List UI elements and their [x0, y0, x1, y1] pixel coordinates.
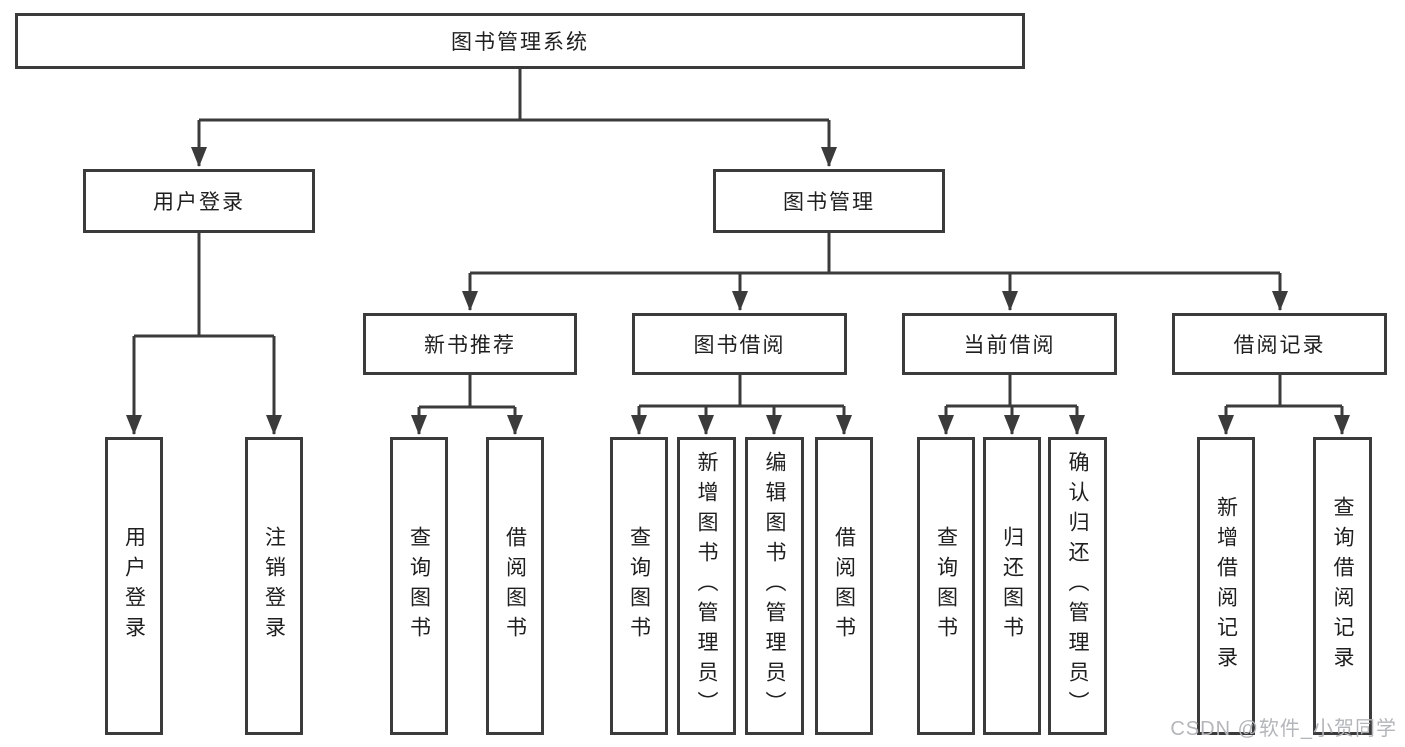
- node-book-borrow-label: 图书借阅: [693, 334, 786, 357]
- leaf-current-return-books: 归还图书: [983, 437, 1041, 735]
- leaf-borrow-edit-books-admin-label: 编辑图书（管理员）: [763, 451, 786, 721]
- leaf-borrow-borrow-books-label: 借阅图书: [832, 526, 856, 646]
- leaf-records-query: 查询借阅记录: [1313, 437, 1372, 735]
- connector-book-borrow-to-leaves: [631, 375, 852, 435]
- leaf-records-query-label: 查询借阅记录: [1331, 496, 1354, 676]
- node-current-borrow: 当前借阅: [902, 313, 1117, 375]
- connector-current-borrow-to-leaves: [938, 375, 1085, 435]
- leaf-logout-label: 注销登录: [262, 526, 286, 646]
- node-book-management-label: 图书管理: [783, 191, 875, 214]
- connector-user-login-to-leaves: [126, 233, 282, 435]
- node-new-book-recommend: 新书推荐: [363, 313, 577, 375]
- connector-root-to-level2: [191, 68, 837, 167]
- leaf-user-login-label: 用户登录: [122, 526, 146, 646]
- leaf-borrow-edit-books-admin: 编辑图书（管理员）: [745, 437, 804, 735]
- connector-book-management-to-level3: [462, 233, 1288, 311]
- node-borrow-records: 借阅记录: [1172, 313, 1387, 375]
- node-borrow-records-label: 借阅记录: [1233, 334, 1326, 357]
- leaf-current-query-books-label: 查询图书: [934, 526, 958, 646]
- leaf-newbook-borrow-books-label: 借阅图书: [503, 526, 527, 646]
- leaf-borrow-query-books-label: 查询图书: [627, 526, 651, 646]
- leaf-newbook-query-books-label: 查询图书: [407, 526, 431, 646]
- leaf-newbook-query-books: 查询图书: [390, 437, 448, 735]
- csdn-watermark: CSDN @软件_小贺同学: [1170, 718, 1397, 740]
- node-root: 图书管理系统: [15, 13, 1025, 69]
- node-current-borrow-label: 当前借阅: [963, 334, 1056, 357]
- node-new-book-recommend-label: 新书推荐: [424, 334, 516, 357]
- leaf-newbook-borrow-books: 借阅图书: [486, 437, 544, 735]
- node-root-label: 图书管理系统: [451, 31, 589, 54]
- leaf-current-return-books-label: 归还图书: [1000, 526, 1024, 646]
- leaf-current-confirm-return-admin-label: 确认归还（管理员）: [1066, 451, 1089, 721]
- leaf-borrow-add-books-admin-label: 新增图书（管理员）: [695, 451, 718, 721]
- leaf-current-query-books: 查询图书: [917, 437, 975, 735]
- leaf-records-add-label: 新增借阅记录: [1214, 496, 1238, 676]
- node-book-management: 图书管理: [713, 169, 945, 233]
- leaf-borrow-add-books-admin: 新增图书（管理员）: [677, 437, 736, 735]
- leaf-borrow-query-books: 查询图书: [610, 437, 668, 735]
- node-user-login: 用户登录: [83, 169, 315, 233]
- leaf-user-login: 用户登录: [105, 437, 163, 735]
- node-user-login-label: 用户登录: [153, 191, 245, 214]
- leaf-logout: 注销登录: [245, 437, 303, 735]
- leaf-records-add: 新增借阅记录: [1197, 437, 1255, 735]
- leaf-current-confirm-return-admin: 确认归还（管理员）: [1048, 437, 1107, 735]
- connector-borrow-records-to-leaves: [1218, 375, 1350, 435]
- connector-new-book-to-leaves: [411, 375, 523, 435]
- node-book-borrow: 图书借阅: [632, 313, 847, 375]
- leaf-borrow-borrow-books: 借阅图书: [815, 437, 873, 735]
